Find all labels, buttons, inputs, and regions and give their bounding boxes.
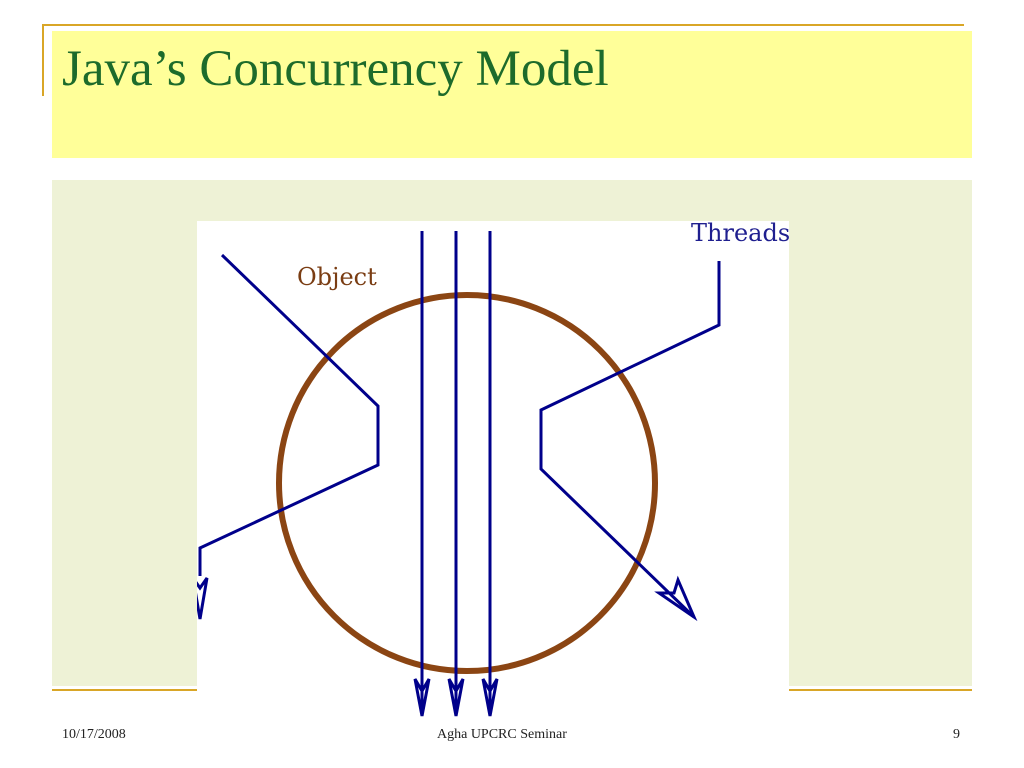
vertical-threads xyxy=(413,231,499,717)
thread-vertical-1-arrowhead xyxy=(413,678,431,717)
title-accent-left-line xyxy=(42,24,44,96)
left-thread xyxy=(197,253,380,620)
footer-rule-right xyxy=(789,689,972,691)
footer-date: 10/17/2008 xyxy=(62,727,126,742)
title-band xyxy=(52,31,972,158)
object-label: Object xyxy=(297,263,377,291)
footer-page-number: 9 xyxy=(953,727,960,742)
thread-vertical-2-arrowhead xyxy=(447,678,465,717)
footer-presenter: Agha UPCRC Seminar xyxy=(437,727,567,742)
title-accent-top-line xyxy=(43,24,964,26)
thread-right-arrowhead xyxy=(654,575,698,622)
threads-label: Threads xyxy=(691,221,789,247)
thread-left-path xyxy=(198,253,380,576)
object-circle xyxy=(276,292,658,674)
footer-rule-left xyxy=(52,689,197,691)
diagram-panel: Object Threads xyxy=(197,221,789,768)
slide-title: Java’s Concurrency Model xyxy=(62,41,609,97)
thread-vertical-3-arrowhead xyxy=(481,678,499,717)
thread-left-arrowhead xyxy=(197,577,209,620)
right-thread xyxy=(539,261,721,622)
concurrency-diagram: Object Threads xyxy=(197,221,789,717)
thread-right-path xyxy=(539,261,721,619)
